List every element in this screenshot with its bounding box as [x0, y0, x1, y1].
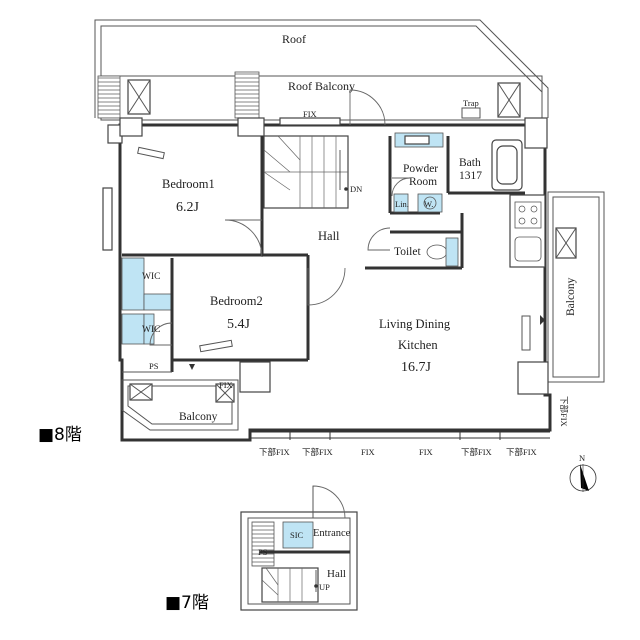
floor7-plan: SIC Entrance PS Hall UP ■7階 — [165, 485, 358, 613]
wic-door — [149, 322, 173, 346]
window-label-right-vertical: 下部FIX — [559, 396, 569, 427]
wic-2-label: WIC — [142, 325, 160, 335]
bath-size-label: 1317 — [459, 170, 482, 182]
small-balcony-inner — [127, 385, 233, 425]
window-label-bottom-6: 下部FIX — [506, 447, 537, 457]
trap-label: Trap — [463, 98, 479, 108]
small-balcony — [121, 379, 239, 431]
roof-balcony-label: Roof Balcony — [288, 79, 355, 93]
ldk-tv-unit — [521, 315, 531, 351]
floor7-inner — [247, 517, 351, 605]
bedroom2-marker — [189, 364, 195, 370]
stairs-dn-dot — [344, 187, 348, 191]
wic-1-label: WIC — [142, 272, 160, 282]
bedroom2-door — [307, 267, 346, 306]
side-balcony — [547, 191, 605, 383]
floor7-label: ■7階 — [165, 593, 209, 613]
fix-top-label: FIX — [303, 109, 317, 119]
ldk-window-ticks — [289, 430, 501, 440]
toilet-door — [367, 227, 391, 251]
bathtub-inner — [496, 145, 518, 185]
powder-room-door — [391, 177, 411, 197]
ldk-label-1: Living Dining — [379, 317, 451, 331]
bedroom1-size: 6.2J — [176, 200, 200, 215]
bedroom2-closet — [199, 339, 233, 353]
toilet-bowl — [426, 244, 448, 260]
side-balcony-inner — [552, 196, 600, 378]
stairs-steps — [263, 135, 348, 208]
top-column-mid — [237, 117, 265, 137]
floor8-plan: Roof Roof Balcony Trap FIX Bedroom1 6.2J… — [38, 19, 605, 457]
floor7-ps — [251, 521, 275, 567]
wic-2-shelf — [121, 313, 145, 345]
wic-1-shelf — [121, 257, 145, 311]
window-label-bottom-2: 下部FIX — [302, 447, 333, 457]
bedroom1-window — [102, 187, 113, 251]
window-label-bottom-4: FIX — [419, 447, 433, 457]
roof-vent-left — [97, 75, 151, 119]
window-label-bottom-5: 下部FIX — [461, 447, 492, 457]
bedroom1-door — [224, 219, 263, 258]
ldk-right-column — [517, 361, 549, 395]
toilet-tank — [445, 237, 459, 267]
north-arrow-icon: N — [569, 453, 597, 492]
wic-2-shelf-b — [143, 313, 155, 345]
floor7-hall-label: Hall — [327, 568, 346, 580]
wic-1-shelf-b — [143, 293, 173, 311]
bedroom2-size: 5.4J — [227, 317, 251, 332]
ldk-label-2: Kitchen — [398, 338, 438, 352]
north-label: N — [579, 453, 585, 463]
floor8-label: ■8階 — [38, 425, 82, 445]
washer-drum — [423, 196, 437, 210]
roof-vent-right — [497, 82, 521, 118]
side-balcony-label: Balcony — [565, 277, 577, 316]
ps-label: PS — [149, 361, 159, 371]
floor7-entrance-label: Entrance — [313, 528, 351, 539]
powder-room-label-1: Powder — [403, 163, 438, 175]
small-balcony-label: Balcony — [179, 411, 218, 423]
roof-outline — [94, 19, 549, 118]
stove-icon — [514, 201, 542, 229]
bedroom1-closet — [137, 146, 165, 160]
linen-label: Lin. — [395, 199, 409, 209]
kitchen-sink — [514, 236, 542, 262]
bedroom2-name: Bedroom2 — [210, 294, 263, 308]
entrance-door — [312, 485, 346, 519]
vanity-basin — [404, 135, 430, 145]
roof-balcony-door — [349, 89, 386, 126]
powder-room-label-2: Room — [409, 176, 437, 188]
floor7-sic — [282, 521, 314, 549]
hall-label: Hall — [318, 229, 340, 243]
ldk-size: 16.7J — [401, 360, 432, 375]
floor7-sic-label: SIC — [290, 530, 304, 540]
trap-box — [461, 107, 481, 119]
washer-space — [417, 193, 443, 213]
bath-label: Bath — [459, 157, 481, 169]
fix-balcony-label: FIX — [219, 380, 233, 390]
floor7-ps-label: PS — [258, 547, 268, 557]
roof-vent-center — [234, 71, 260, 119]
dn-label: DN — [350, 184, 362, 194]
floor7-up-label: UP — [319, 582, 330, 592]
window-label-bottom-1: 下部FIX — [259, 447, 290, 457]
balcony-column — [239, 361, 271, 393]
top-column-right — [524, 117, 548, 149]
ldk-marker — [540, 315, 545, 325]
top-column-left — [119, 117, 143, 137]
window-label-bottom-3: FIX — [361, 447, 375, 457]
washer-label: W. — [424, 199, 433, 209]
exterior-wall — [118, 123, 552, 442]
bedroom1-name: Bedroom1 — [162, 177, 215, 191]
fix-window-top — [279, 117, 341, 126]
linen-cabinet — [393, 193, 409, 213]
floor7-stairs-steps — [261, 567, 303, 602]
toilet-label: Toilet — [394, 246, 421, 258]
roof-label: Roof — [282, 32, 306, 46]
